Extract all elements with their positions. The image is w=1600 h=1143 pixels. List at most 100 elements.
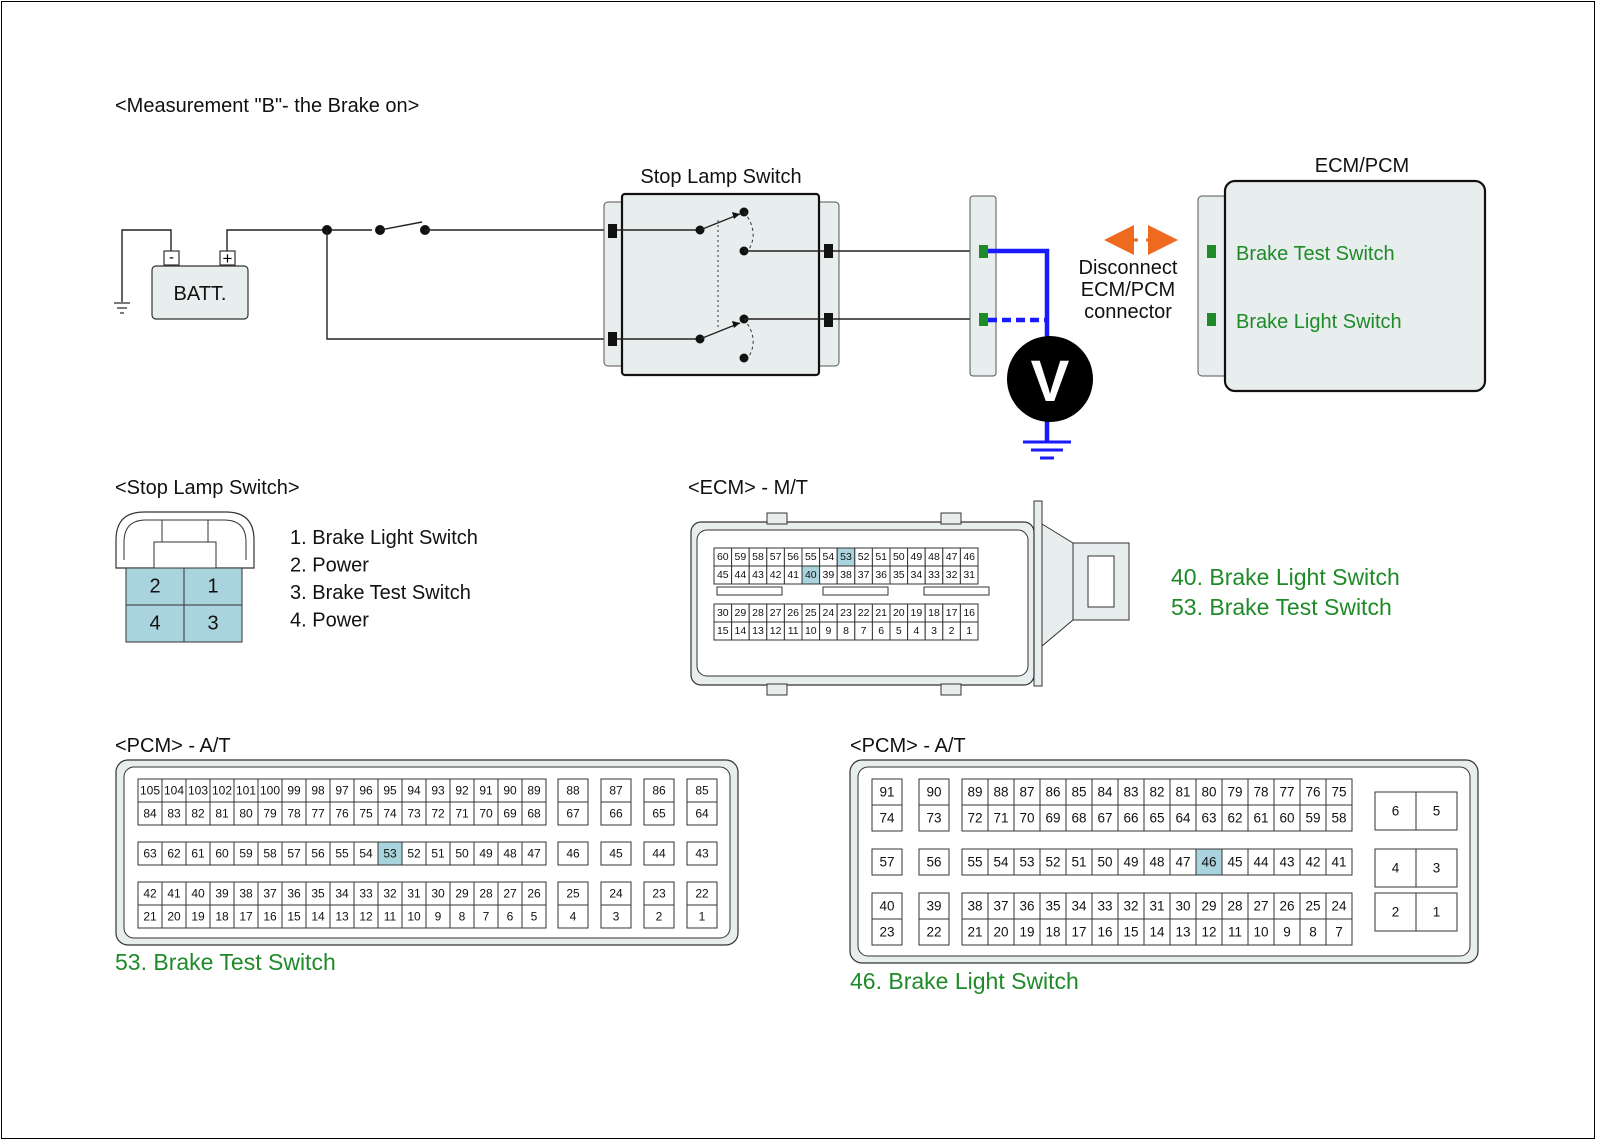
- pin-number: 1: [699, 910, 706, 924]
- pin-cell: [1299, 804, 1327, 832]
- pin-cell: [987, 804, 1015, 832]
- pin-cell: [643, 841, 675, 866]
- pin-number: 20: [993, 925, 1008, 940]
- pin-number: 57: [287, 847, 301, 861]
- ecm-mt-note-2: 53. Brake Test Switch: [1171, 594, 1392, 620]
- pin-number: 56: [311, 847, 325, 861]
- pin-number: 38: [840, 569, 852, 581]
- pin-number: 8: [843, 625, 849, 637]
- slsw-travel-2: [743, 318, 754, 359]
- pin-number: 95: [383, 784, 397, 798]
- pin-number: 3: [613, 910, 620, 924]
- chassis-ground-icon: [114, 302, 130, 314]
- stop-lamp-switch-label: Stop Lamp Switch: [640, 166, 801, 188]
- pin-number: 7: [483, 910, 490, 924]
- pin-cell: [961, 918, 989, 946]
- pin-number: 99: [287, 784, 301, 798]
- pcm-at-right-note: 46. Brake Light Switch: [850, 968, 1079, 994]
- pin-number: 26: [527, 887, 541, 901]
- pin-cell: [1013, 892, 1041, 920]
- pin-number: 30: [1175, 899, 1190, 914]
- pin-number: 49: [1123, 855, 1138, 870]
- pin-number: 88: [993, 785, 1008, 800]
- pin-number: 5: [896, 625, 902, 637]
- pin-number: 98: [311, 784, 325, 798]
- pin-number: 71: [455, 807, 469, 821]
- pin-number: 82: [191, 807, 205, 821]
- pin-number: 55: [335, 847, 349, 861]
- pin-number: 45: [717, 569, 729, 581]
- pin-number: 16: [963, 607, 975, 619]
- pin-number: 8: [459, 910, 466, 924]
- pin-cell: [600, 801, 632, 826]
- pin-number: 31: [407, 887, 421, 901]
- pin-cell: [1039, 778, 1067, 806]
- pin-cell: [1247, 918, 1275, 946]
- pin-number: 75: [1331, 785, 1346, 800]
- pin-cell: [183, 567, 243, 606]
- pin-number: 78: [1253, 785, 1268, 800]
- pin-cell: [1065, 778, 1093, 806]
- pin-number: 51: [1071, 855, 1086, 870]
- pin-cell: [1143, 804, 1171, 832]
- pin-number: 52: [1045, 855, 1060, 870]
- battery-plus-sign: +: [223, 249, 233, 268]
- pin-number: 48: [503, 847, 517, 861]
- battery-label: BATT.: [174, 283, 227, 305]
- pin-number: 44: [1253, 855, 1269, 870]
- pin-number: 58: [752, 551, 764, 563]
- ecm-mt-note-1: 40. Brake Light Switch: [1171, 564, 1400, 590]
- pin-number: 71: [993, 811, 1008, 826]
- pin-cell: [643, 801, 675, 826]
- pin-number: 93: [431, 784, 445, 798]
- pin-cell: [686, 841, 718, 866]
- pin-number: 70: [1019, 811, 1034, 826]
- harness-pin-lower: [979, 313, 988, 326]
- pin-number: 8: [1309, 925, 1317, 940]
- pin-cell: [1221, 804, 1249, 832]
- pin-number: 7: [1335, 925, 1343, 940]
- pin-number: 81: [215, 807, 229, 821]
- slsw-blade-2: [699, 322, 741, 340]
- pin-number: 20: [893, 607, 905, 619]
- pin-cell: [1247, 892, 1275, 920]
- pin-number: 4: [913, 625, 919, 637]
- slsw-terminal-r1: [824, 244, 833, 258]
- pin-number: 58: [263, 847, 277, 861]
- pin-number: 15: [1123, 925, 1138, 940]
- pin-number: 40: [879, 899, 894, 914]
- pin-number: 20: [167, 910, 181, 924]
- pin-number: 81: [1175, 785, 1190, 800]
- pin-number: 16: [1097, 925, 1112, 940]
- pin-number: 11: [788, 625, 799, 637]
- pin-cell: [1247, 804, 1275, 832]
- pin-number: 79: [1227, 785, 1242, 800]
- pin-number: 17: [1071, 925, 1086, 940]
- pin-number: 28: [752, 607, 764, 619]
- pin-number: 36: [287, 887, 301, 901]
- pin-cell: [871, 892, 903, 920]
- pin-number: 18: [928, 607, 940, 619]
- pin-number: 26: [787, 607, 799, 619]
- power-branch-wire: [326, 230, 612, 340]
- pin-cell: [871, 918, 903, 946]
- battery-body: [151, 265, 249, 320]
- pin-number: 91: [479, 784, 493, 798]
- pin-number: 9: [435, 910, 442, 924]
- pin-number: 72: [431, 807, 445, 821]
- pin-number: 15: [717, 625, 729, 637]
- pin-number: 21: [967, 925, 982, 940]
- pin-number: 53: [840, 551, 852, 563]
- pin-number: 42: [143, 887, 157, 901]
- pin-number: 19: [191, 910, 205, 924]
- pin-number: 13: [752, 625, 764, 637]
- pin-number: 18: [1045, 925, 1060, 940]
- pin-number: 46: [963, 551, 975, 563]
- voltmeter-icon: [1007, 336, 1093, 422]
- pin-cell: [1169, 804, 1197, 832]
- pin-number: 40: [805, 569, 817, 581]
- pin-number: 41: [167, 887, 181, 901]
